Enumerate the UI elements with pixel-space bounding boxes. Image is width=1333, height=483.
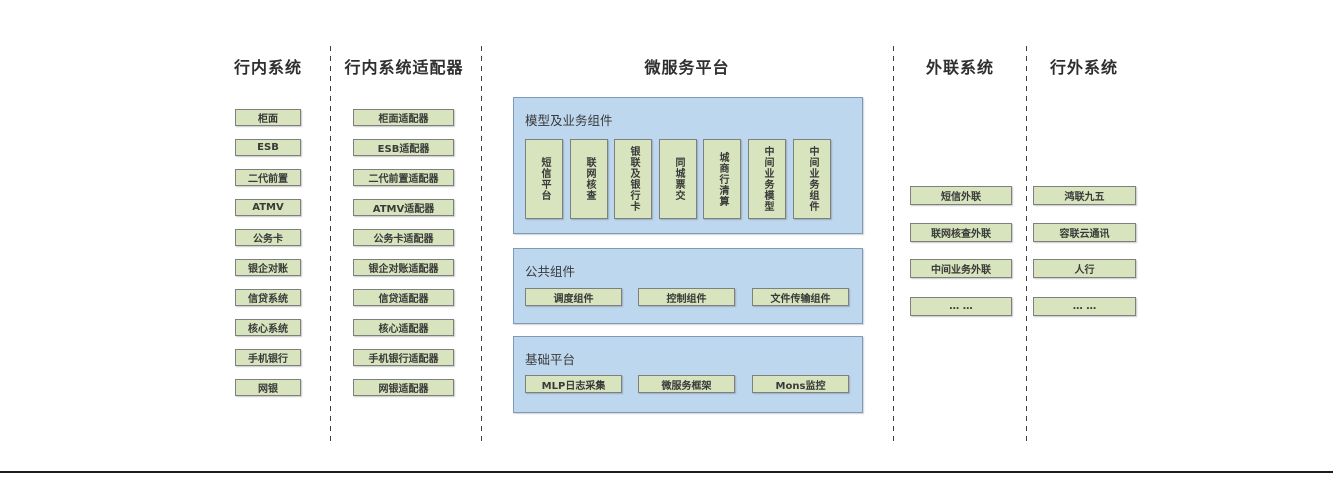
panel-title: 基础平台	[525, 352, 576, 367]
component-box: 文件传输组件	[752, 288, 849, 306]
system-box: 网银	[235, 379, 301, 396]
adapter-box: ATMV适配器	[353, 199, 454, 216]
system-box: 信贷系统	[235, 289, 301, 306]
column-header-internal-system-adapters: 行内系统适配器	[344, 58, 464, 77]
vertical-component-box: 同城票交	[659, 139, 697, 219]
system-box: 二代前置	[235, 169, 301, 186]
adapter-box: 二代前置适配器	[353, 169, 454, 186]
adapter-box: ESB适配器	[353, 139, 454, 156]
system-box: 公务卡	[235, 229, 301, 246]
vertical-component-box: 联网核查	[570, 139, 608, 219]
system-box: 银企对账	[235, 259, 301, 276]
column-divider	[481, 46, 482, 442]
panel-common-components: 公共组件 调度组件 控制组件 文件传输组件	[513, 248, 863, 324]
component-box: 调度组件	[525, 288, 622, 306]
outside-system-box: … …	[1033, 297, 1136, 316]
column-header-outside-systems: 行外系统	[1049, 58, 1118, 77]
adapter-box: 核心适配器	[353, 319, 454, 336]
component-box: Mons监控	[752, 375, 849, 393]
system-box: 柜面	[235, 109, 301, 126]
column-header-external-link-systems: 外联系统	[925, 58, 994, 77]
vertical-component-box: 短信平台	[525, 139, 563, 219]
system-box: 手机银行	[235, 349, 301, 366]
vertical-component-box: 中间业务模型	[748, 139, 786, 219]
adapter-box: 柜面适配器	[353, 109, 454, 126]
adapter-box: 手机银行适配器	[353, 349, 454, 366]
adapter-box: 信贷适配器	[353, 289, 454, 306]
outside-system-box: 鸿联九五	[1033, 186, 1136, 205]
outside-system-box: 容联云通讯	[1033, 223, 1136, 242]
panel-base-platform: 基础平台 MLP日志采集 微服务框架 Mons监控	[513, 336, 863, 413]
vertical-component-box: 城商行清算	[703, 139, 741, 219]
vertical-component-box: 中间业务组件	[793, 139, 831, 219]
panel-title: 公共组件	[525, 264, 576, 279]
column-header-internal-systems: 行内系统	[233, 58, 302, 77]
outside-system-box: 人行	[1033, 259, 1136, 278]
column-divider	[330, 46, 331, 442]
system-box: ESB	[235, 139, 301, 156]
external-link-box: 联网核查外联	[910, 223, 1012, 242]
adapter-box: 公务卡适配器	[353, 229, 454, 246]
component-box: 控制组件	[638, 288, 735, 306]
external-link-box: 中间业务外联	[910, 259, 1012, 278]
column-divider	[1026, 46, 1027, 442]
external-link-box: … …	[910, 297, 1012, 316]
component-box: MLP日志采集	[525, 375, 622, 393]
vertical-component-box: 银联及银行卡	[614, 139, 652, 219]
panel-title: 模型及业务组件	[525, 113, 613, 128]
panel-model-business-components: 模型及业务组件 短信平台 联网核查 银联及银行卡 同城票交 城商行清算 中间业务…	[513, 97, 863, 234]
column-header-microservice-platform: 微服务平台	[644, 58, 730, 77]
bottom-border-line	[0, 471, 1333, 473]
column-divider	[893, 46, 894, 442]
external-link-box: 短信外联	[910, 186, 1012, 205]
system-box: 核心系统	[235, 319, 301, 336]
component-box: 微服务框架	[638, 375, 735, 393]
adapter-box: 银企对账适配器	[353, 259, 454, 276]
adapter-box: 网银适配器	[353, 379, 454, 396]
system-box: ATMV	[235, 199, 301, 216]
